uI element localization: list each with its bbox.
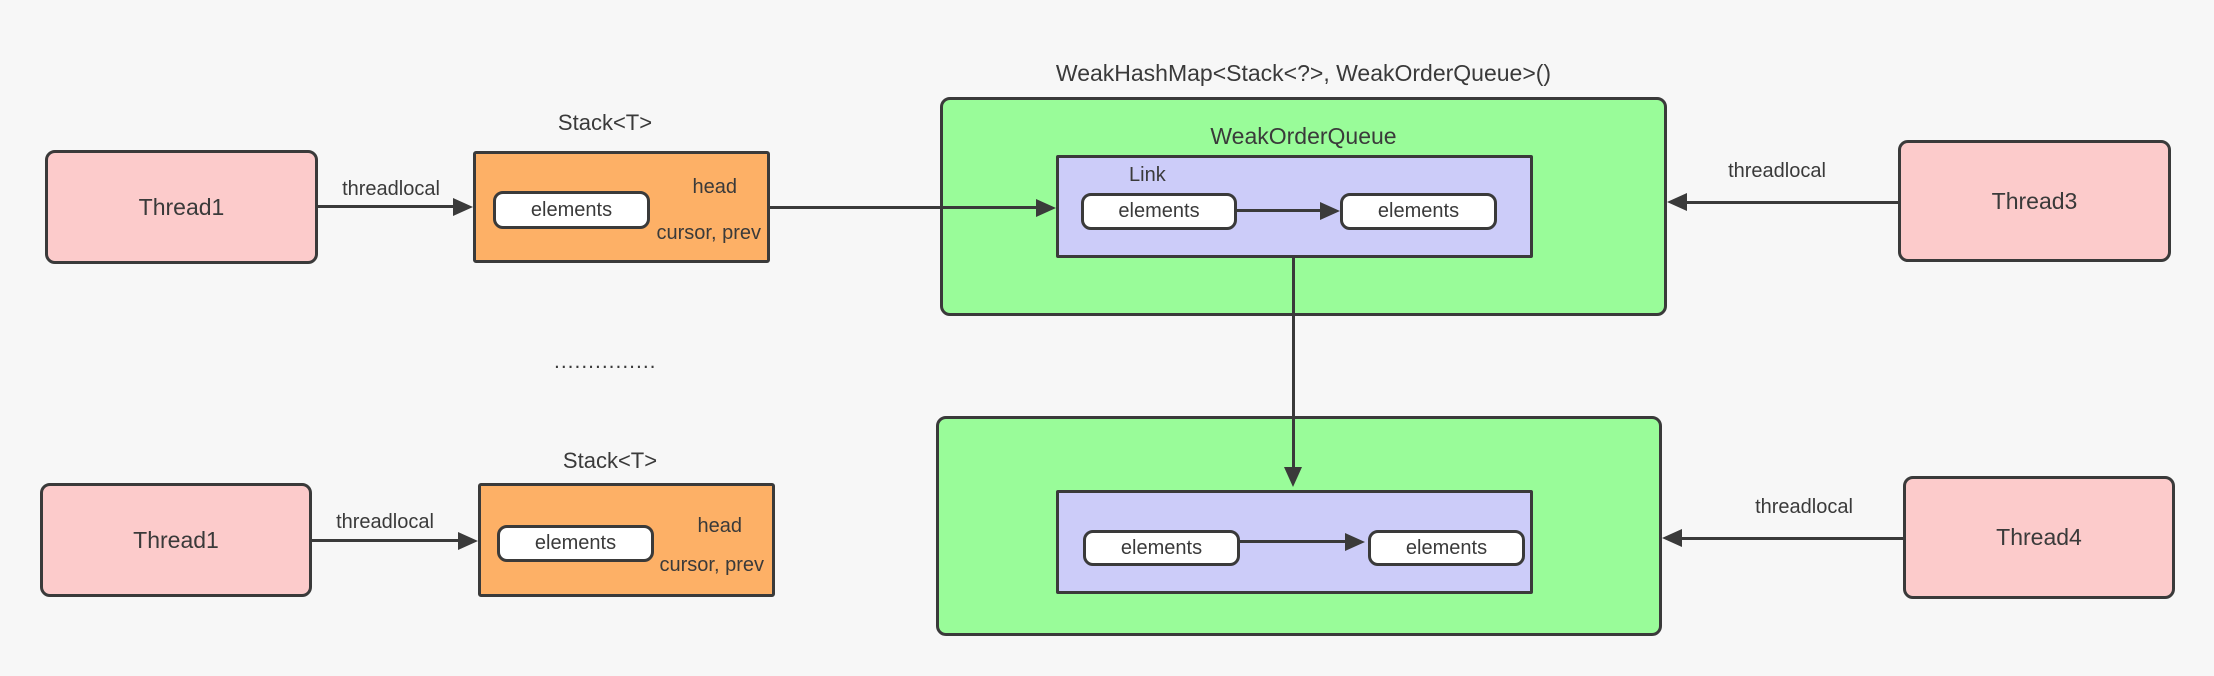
- arrow-thread3-queue-head: [1667, 193, 1687, 211]
- link-elements-box-1-bottom: elements: [1083, 530, 1240, 566]
- threadlocal-label-top-left: threadlocal: [342, 178, 440, 200]
- arrow-queue-queue-head: [1284, 467, 1302, 487]
- thread3-label: Thread3: [1991, 187, 2078, 214]
- thread1-bottom-label: Thread1: [133, 526, 219, 553]
- ellipsis-separator: ...............: [554, 350, 657, 373]
- stack-head-label-top: head: [692, 176, 738, 198]
- arrow-thread1-stack-top-line: [318, 205, 455, 208]
- link-elements-label-2-bottom: elements: [1405, 536, 1488, 559]
- thread1-top-box: Thread1: [45, 150, 318, 264]
- thread1-top-label: Thread1: [138, 193, 225, 220]
- arrow-thread4-queue-head: [1662, 529, 1682, 547]
- arrow-thread3-queue-line: [1685, 201, 1898, 204]
- arrow-stack-link-head: [1036, 199, 1056, 217]
- threadlocal-label-top-right: threadlocal: [1728, 160, 1826, 182]
- arrow-stack-link-line: [770, 206, 1038, 209]
- weak-order-queue-title: WeakOrderQueue: [1210, 123, 1397, 149]
- stack-head-label-bottom: head: [697, 515, 743, 537]
- stack-elements-label-bottom: elements: [534, 532, 617, 554]
- link-elements-label-2-top: elements: [1377, 200, 1460, 222]
- stack-cursor-prev-label-top: cursor, prev: [656, 222, 761, 244]
- link-elements-label-1-top: elements: [1118, 200, 1200, 222]
- thread3-box: Thread3: [1898, 140, 2171, 262]
- weak-order-queue-box-bottom: elements elements: [936, 416, 1662, 636]
- arrow-elements-bottom-line: [1237, 540, 1345, 543]
- thread1-bottom-box: Thread1: [40, 483, 312, 597]
- diagram-title: WeakHashMap<Stack<?>, WeakOrderQueue>(): [1055, 60, 1552, 86]
- thread4-box: Thread4: [1903, 476, 2175, 599]
- stack-title-bottom: Stack<T>: [562, 448, 658, 473]
- link-elements-box-2-bottom: elements: [1368, 530, 1525, 566]
- stack-title-top: Stack<T>: [557, 110, 653, 135]
- thread4-label: Thread4: [1996, 524, 2082, 550]
- threadlocal-label-bottom-left: threadlocal: [336, 511, 434, 533]
- stack-box-top: elements head cursor, prev: [473, 151, 770, 263]
- arrow-elements-top-head: [1320, 202, 1340, 220]
- stack-cursor-prev-label-bottom: cursor, prev: [659, 554, 764, 576]
- link-elements-label-1-bottom: elements: [1120, 536, 1203, 559]
- link-elements-box-2-top: elements: [1340, 193, 1497, 230]
- arrow-thread1-stack-bottom-head: [458, 532, 478, 550]
- stack-box-bottom: elements head cursor, prev: [478, 483, 775, 597]
- arrow-thread1-stack-bottom-line: [312, 539, 458, 542]
- stack-elements-label-top: elements: [530, 198, 613, 221]
- arrow-elements-bottom-head: [1345, 533, 1365, 551]
- arrow-thread1-stack-top-head: [453, 198, 473, 216]
- link-title: Link: [1129, 164, 1166, 186]
- link-elements-box-1-top: elements: [1081, 193, 1237, 230]
- threadlocal-label-bottom-right: threadlocal: [1755, 496, 1853, 518]
- link-box-top: Link elements elements: [1056, 155, 1533, 258]
- arrow-elements-top-line: [1237, 209, 1322, 212]
- stack-elements-box-bottom: elements: [497, 525, 654, 562]
- stack-elements-box-top: elements: [493, 191, 650, 229]
- arrow-queue-queue-line: [1292, 258, 1295, 470]
- weak-order-queue-box-top: WeakOrderQueue Link elements elements: [940, 97, 1667, 316]
- arrow-thread4-queue-line: [1680, 537, 1903, 540]
